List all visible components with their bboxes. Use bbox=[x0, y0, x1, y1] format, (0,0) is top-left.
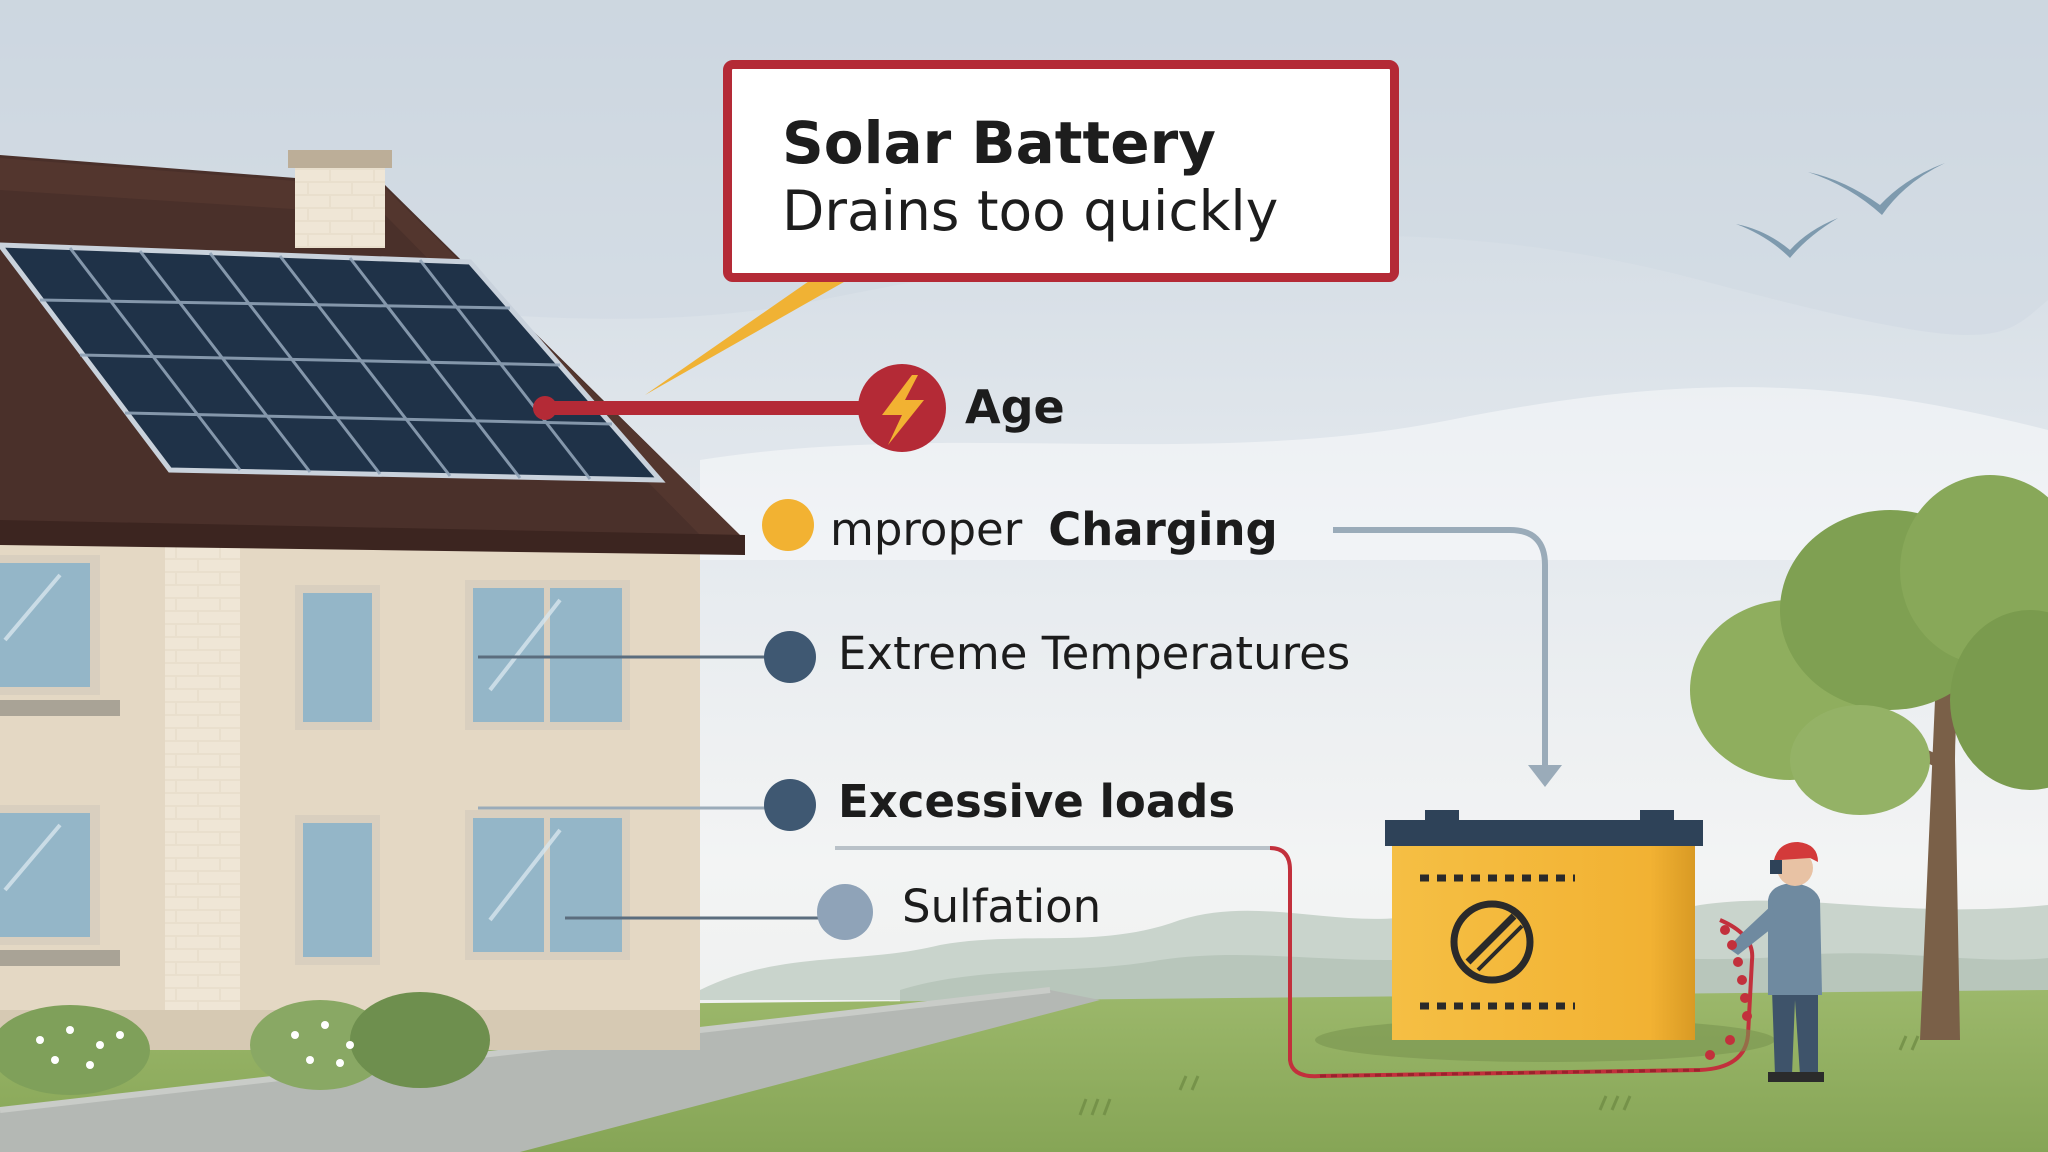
cause-improper-word: mproper bbox=[830, 503, 1023, 556]
cause-extreme-temperatures-label: Extreme Temperatures bbox=[838, 627, 1351, 680]
window bbox=[0, 813, 90, 937]
callout-pointer bbox=[645, 270, 865, 395]
cause-excessive-loads-label: Excessive loads bbox=[838, 775, 1236, 828]
charging-arrowhead bbox=[1528, 765, 1562, 787]
callout-subtitle: Drains too quickly bbox=[782, 179, 1279, 243]
callout-title: Solar Battery bbox=[782, 109, 1216, 177]
brick-quoin bbox=[165, 520, 240, 1010]
tree bbox=[1690, 475, 2048, 1040]
cause-age-label: Age bbox=[965, 380, 1065, 434]
house bbox=[0, 150, 745, 1050]
chimney bbox=[295, 158, 385, 248]
connector-age-dot bbox=[533, 396, 557, 420]
charging-arrow bbox=[1333, 527, 1548, 770]
pathway bbox=[0, 990, 1100, 1152]
cable-coil bbox=[1705, 925, 1752, 1060]
window bbox=[303, 593, 372, 722]
cause-sulfation-label: Sulfation bbox=[902, 880, 1102, 933]
grass-tufts bbox=[1078, 1035, 1920, 1116]
battery-lid bbox=[1385, 820, 1703, 846]
roof-eave bbox=[0, 520, 745, 555]
battery bbox=[1315, 810, 1775, 1062]
cause-charging-word: Charging bbox=[1048, 503, 1278, 556]
title-callout: Solar Battery Drains too quickly bbox=[723, 60, 1399, 282]
bushes bbox=[0, 992, 490, 1095]
lightning-bolt-icon bbox=[882, 375, 924, 445]
charging-bullet bbox=[762, 499, 814, 551]
battery-cable bbox=[1269, 846, 1755, 1079]
sulfation-bullet bbox=[817, 884, 873, 940]
cloud-band-light bbox=[700, 387, 2048, 560]
battery-terminal bbox=[1425, 810, 1459, 824]
window bbox=[303, 823, 372, 957]
loads-bullet bbox=[764, 779, 816, 831]
battery-terminal bbox=[1640, 810, 1674, 824]
window bbox=[0, 563, 90, 687]
bird-icon bbox=[1736, 218, 1838, 258]
no-symbol-icon bbox=[1450, 900, 1534, 984]
cause-improper-charging-label: mproper Charging bbox=[830, 503, 1278, 556]
temperatures-bullet bbox=[764, 631, 816, 683]
hard-hat bbox=[1773, 842, 1818, 865]
technician bbox=[1728, 842, 1824, 1082]
bird-icon bbox=[1808, 163, 1945, 215]
